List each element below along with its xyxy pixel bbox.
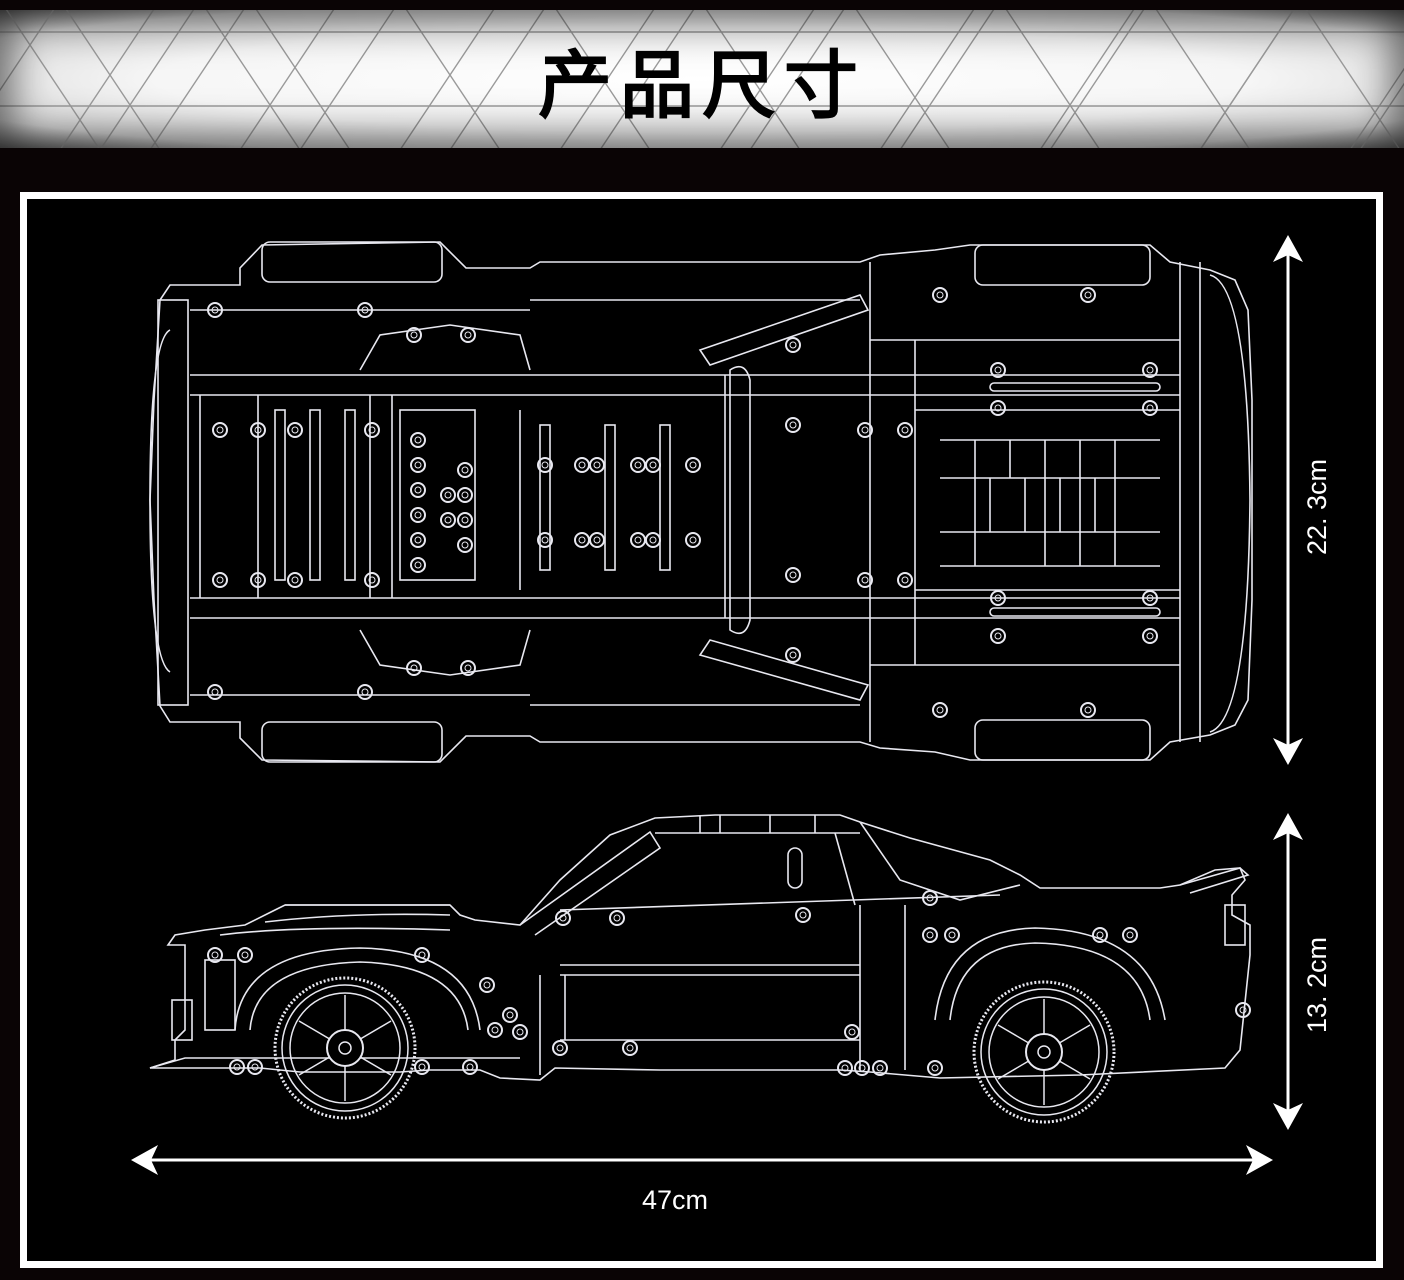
side-view-holes: [207, 890, 1251, 1076]
rear-wheel: [972, 980, 1116, 1124]
front-wheel: [273, 976, 417, 1120]
dimension-arrow-height: [1273, 813, 1303, 1130]
top-view-chassis: [149, 241, 1253, 763]
geometric-pattern: [0, 10, 1404, 148]
page-title: 产品尺寸: [538, 43, 866, 129]
dimension-arrow-width: [1273, 235, 1303, 765]
width-dimension-label: 22. 3cm: [1302, 458, 1332, 556]
header-banner: 产品尺寸: [0, 10, 1404, 148]
height-dimension-label: 13. 2cm: [1302, 936, 1332, 1034]
dimension-arrow-length: [131, 1145, 1273, 1175]
top-view-holes: [207, 287, 1158, 718]
length-dimension-label: 47cm: [642, 1185, 709, 1215]
side-view-profile: [149, 814, 1251, 1081]
diagram-frame: [20, 192, 1383, 1268]
